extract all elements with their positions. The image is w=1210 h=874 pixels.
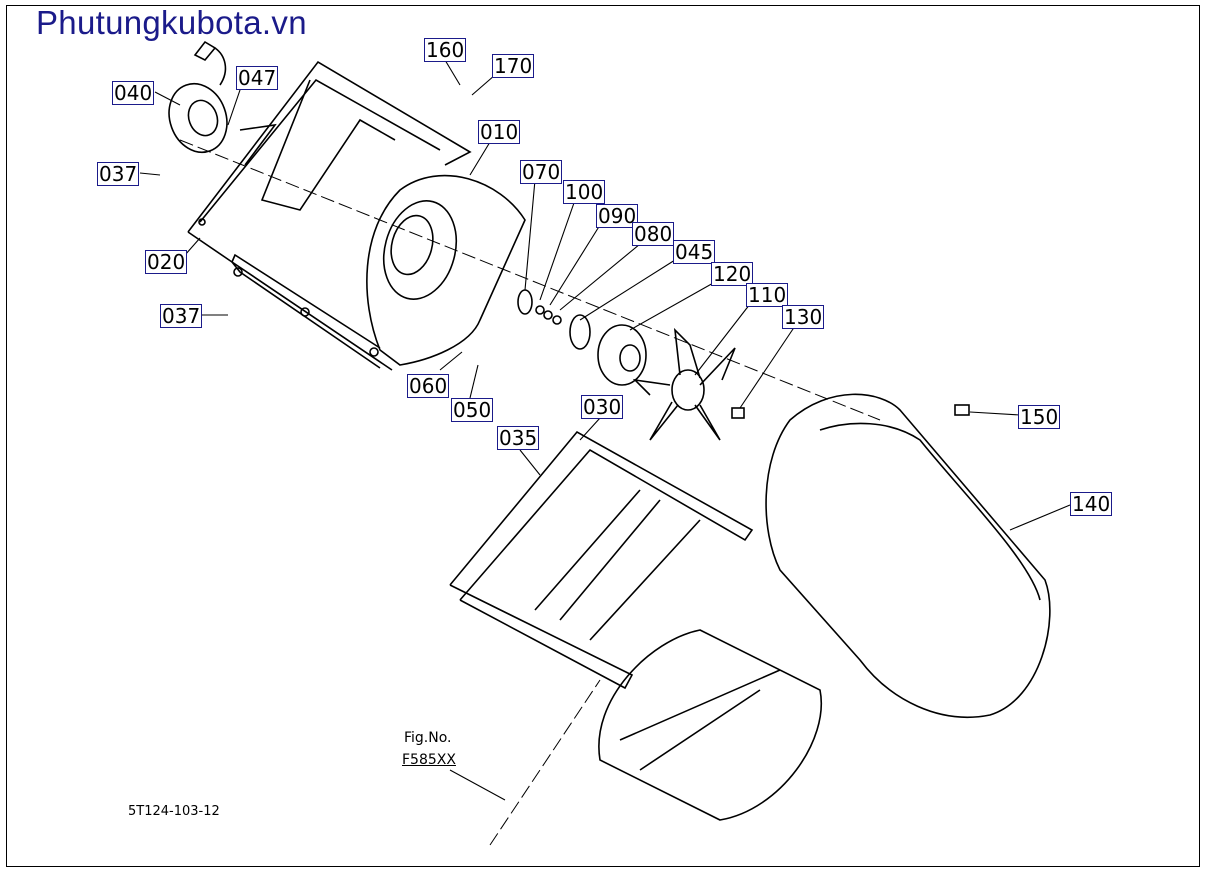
part-label-045[interactable]: 045 <box>673 240 716 264</box>
site-watermark: Phutungkubota.vn <box>36 4 307 41</box>
fan-motor <box>168 40 228 154</box>
hub-stack <box>517 289 647 386</box>
bolt-130 <box>731 407 745 419</box>
fan-shroud <box>366 174 526 366</box>
part-label-150[interactable]: 150 <box>1018 405 1061 429</box>
part-label-160[interactable]: 160 <box>424 38 467 62</box>
part-label-120[interactable]: 120 <box>711 262 754 286</box>
drawing-frame <box>6 5 1200 867</box>
fan-blades <box>632 327 736 441</box>
center-axis <box>179 139 881 421</box>
bolt-150 <box>954 404 970 416</box>
part-label-047[interactable]: 047 <box>236 66 279 90</box>
lower-panel <box>598 629 823 821</box>
part-label-050[interactable]: 050 <box>451 398 494 422</box>
part-label-010[interactable]: 010 <box>478 120 521 144</box>
part-label-140[interactable]: 140 <box>1070 492 1113 516</box>
part-label-037-lower[interactable]: 037 <box>160 304 203 328</box>
part-label-040[interactable]: 040 <box>112 81 155 105</box>
part-label-030[interactable]: 030 <box>581 395 624 419</box>
leader-lines <box>139 59 1071 801</box>
part-label-020[interactable]: 020 <box>145 250 188 274</box>
part-label-090[interactable]: 090 <box>596 204 639 228</box>
part-label-130[interactable]: 130 <box>782 305 825 329</box>
fan-housing-frame <box>187 60 472 371</box>
part-label-035[interactable]: 035 <box>497 426 540 450</box>
part-label-170[interactable]: 170 <box>492 54 535 78</box>
part-label-110[interactable]: 110 <box>746 283 789 307</box>
part-label-060[interactable]: 060 <box>407 374 450 398</box>
fig-code-link[interactable]: F585XX <box>402 752 456 768</box>
part-label-080[interactable]: 080 <box>632 222 675 246</box>
part-label-037[interactable]: 037 <box>97 162 140 186</box>
fig-number-label: Fig.No. <box>404 730 452 746</box>
drawing-number: 5T124-103-12 <box>128 804 220 819</box>
part-label-070[interactable]: 070 <box>520 160 563 184</box>
support-bracket <box>449 430 754 690</box>
lower-axis <box>489 679 601 846</box>
fan-cover <box>765 393 1051 719</box>
part-label-100[interactable]: 100 <box>563 180 606 204</box>
